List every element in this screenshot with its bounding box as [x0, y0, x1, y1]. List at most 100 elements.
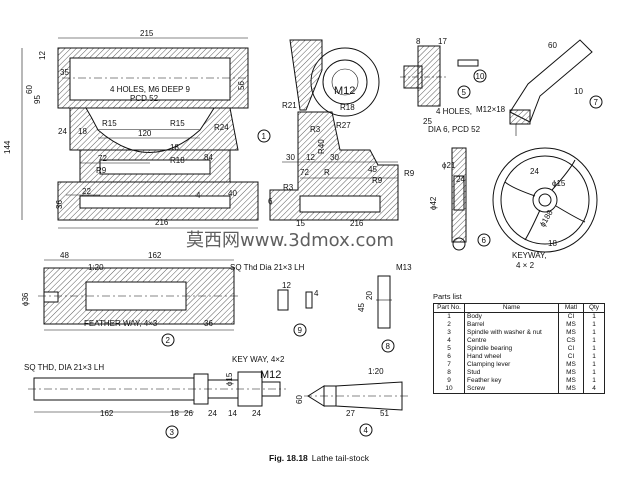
part-qty: 1 [583, 312, 605, 321]
label-keyway2: KEYWAY, [512, 251, 547, 260]
part-name: Body [464, 312, 559, 321]
dim-m12a: M12 [334, 85, 355, 97]
dim-60b: 60 [548, 41, 557, 50]
dim-72a: 72 [98, 154, 107, 163]
dim-26: 26 [184, 409, 193, 418]
svg-text:4: 4 [364, 426, 369, 435]
svg-text:7: 7 [594, 98, 599, 107]
label-feather: FEATHER WAY, 4×3 [84, 319, 158, 328]
part-matl: MS [558, 369, 584, 377]
part-name: Barrel [464, 321, 559, 329]
part-no: 2 [433, 321, 465, 329]
part-qty: 1 [583, 377, 605, 385]
part-no: 3 [433, 329, 465, 337]
part-1-body-side-view [269, 39, 399, 221]
r21: R21 [282, 101, 297, 110]
part-8-stud [376, 275, 392, 329]
part-name: Spindle with washer & nut [464, 329, 559, 337]
part-9-feather-key [277, 289, 313, 311]
dim-16-shoulder: 18 [170, 409, 179, 418]
part-no: 5 [433, 345, 465, 353]
r15b: R15 [170, 119, 185, 128]
dim-18-rim: 18 [548, 239, 557, 248]
parts-list-title: Parts list [433, 292, 462, 301]
figure-title: Lathe tail-stock [311, 453, 369, 463]
dim-18a: 18 [78, 127, 87, 136]
part-no: 7 [433, 361, 465, 369]
dim-72b: 72 [300, 168, 309, 177]
svg-text:10: 10 [476, 72, 485, 81]
part-3-spindle [28, 371, 286, 413]
part-7-clamping-lever [509, 39, 593, 136]
dim-18-web: 18 [170, 143, 179, 152]
dim-12a: 12 [38, 51, 47, 60]
dim-6a: 6 [268, 197, 273, 206]
label-sqthd1: SQ Thd Dia 21×3 LH [230, 263, 305, 272]
label-m12x18: M12×18 [476, 105, 506, 114]
r9a: R9 [96, 166, 107, 175]
dim-84: 84 [204, 153, 213, 162]
part-qty: 1 [583, 361, 605, 369]
part-no: 8 [433, 369, 465, 377]
part-number-6: 6 [477, 233, 491, 247]
dim-phi15a: ϕ15 [225, 372, 234, 386]
header-matl: Matl [558, 303, 584, 313]
dim-phi42: ϕ42 [429, 196, 438, 210]
header-part-no: Part No. [433, 303, 465, 313]
dim-56: 56 [237, 81, 246, 90]
part-5-spindle-bearing [400, 45, 479, 107]
parts-list-header-row: Part No. Name Matl Qty [433, 303, 605, 313]
part-no: 10 [433, 385, 465, 394]
dim-144: 144 [3, 140, 12, 154]
dim-216: 216 [155, 218, 169, 227]
header-name: Name [464, 303, 559, 313]
dim-216b: 216 [350, 219, 364, 228]
part-number-3: 3 [165, 425, 179, 439]
part-matl: MS [558, 385, 584, 394]
part-number-8: 8 [381, 339, 395, 353]
part-number-4: 4 [359, 423, 373, 437]
dim-10: 10 [574, 87, 583, 96]
dim-phi21: ϕ21 [442, 161, 456, 170]
part-name: Spindle bearing [464, 345, 559, 353]
part-qty: 1 [583, 345, 605, 353]
dim-215: 215 [140, 29, 154, 38]
r18a: R18 [170, 156, 185, 165]
dim-24-nut: 24 [252, 409, 261, 418]
r24: R24 [214, 123, 229, 132]
dim-60-centre: 60 [295, 395, 304, 404]
part-name: Clamping lever [464, 361, 559, 369]
part-name: Centre [464, 337, 559, 345]
dim-162b: 162 [100, 409, 114, 418]
svg-text:8: 8 [386, 342, 391, 351]
part-number-2: 2 [161, 333, 175, 347]
r27: R27 [336, 121, 351, 130]
part-1-body-front-view [21, 37, 259, 229]
dim-51: 51 [380, 409, 389, 418]
dim-162a: 162 [148, 251, 162, 260]
dim-35: 35 [60, 68, 69, 77]
dim-36b: 36 [204, 319, 213, 328]
part-matl: MS [558, 361, 584, 369]
r15a: R15 [102, 119, 117, 128]
svg-text:5: 5 [462, 88, 467, 97]
part-no: 6 [433, 353, 465, 361]
label-keyway1: KEY WAY, 4×2 [232, 355, 285, 364]
dim-24b: 24 [208, 409, 217, 418]
watermark: 莫西网www.3dmox.com [186, 230, 394, 251]
part-matl: CI [558, 345, 584, 353]
part-no: 9 [433, 377, 465, 385]
label-pcd1: PCD 52 [130, 94, 159, 103]
dim-17: 17 [438, 37, 447, 46]
part-matl: MS [558, 321, 584, 329]
dim-14: 14 [228, 409, 237, 418]
dim-40: 40 [228, 189, 237, 198]
